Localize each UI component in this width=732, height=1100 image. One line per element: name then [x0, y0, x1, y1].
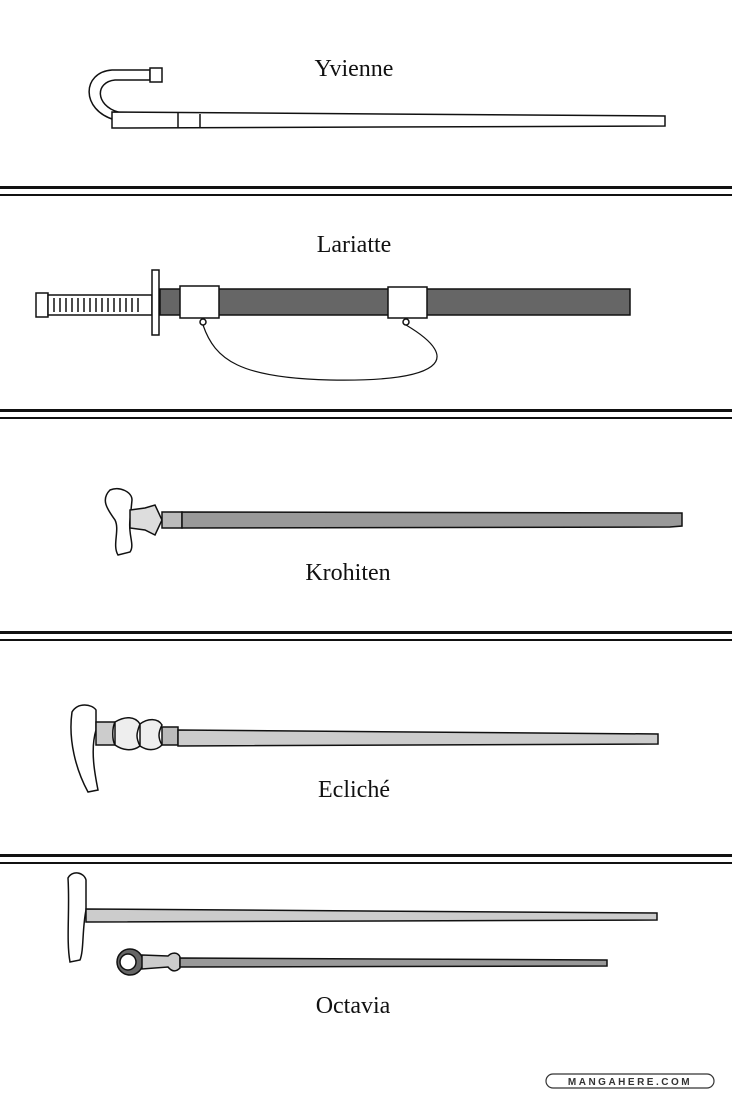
panel-divider — [0, 409, 732, 419]
yvienne-cane — [88, 67, 666, 129]
weapon-label: Krohiten — [305, 560, 391, 586]
lariatte-sword — [35, 269, 631, 381]
krohiten-cane — [104, 488, 683, 556]
weapon-label: Ecliché — [318, 777, 390, 803]
panel-divider — [0, 854, 732, 864]
ecliche-cane — [70, 704, 659, 793]
watermark-logo: MANGAHERE.COM — [545, 1073, 715, 1089]
octavia-canes — [67, 872, 658, 976]
svg-text:MANGAHERE.COM: MANGAHERE.COM — [568, 1077, 692, 1088]
weapon-label: Lariatte — [316, 232, 392, 258]
weapon-label: Yvienne — [314, 56, 394, 82]
weapon-label: Octavia — [315, 993, 391, 1019]
panel-divider — [0, 631, 732, 641]
panel-divider — [0, 186, 732, 196]
